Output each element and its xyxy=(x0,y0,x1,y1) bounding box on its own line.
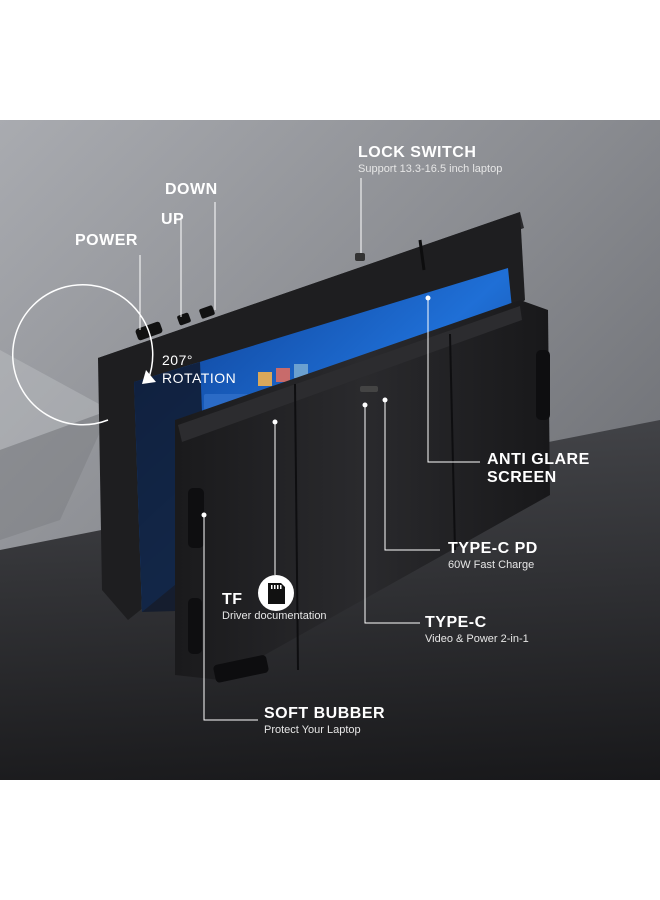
power-callout: POWER xyxy=(75,232,138,250)
rotation-label: ROTATION xyxy=(162,370,237,386)
up-title: UP xyxy=(161,211,185,228)
power-title: POWER xyxy=(75,232,138,249)
rotation-degrees: 207° xyxy=(162,352,193,368)
type-c-pd-title: TYPE-C PD xyxy=(448,540,538,557)
soft-rubber-subtitle: Protect Your Laptop xyxy=(264,724,361,736)
soft-rubber-callout: SOFT BUBBER Protect Your Laptop xyxy=(264,705,385,737)
anti-glare-line1: ANTI GLARE xyxy=(487,451,590,468)
type-c-pd-callout: TYPE-C PD 60W Fast Charge xyxy=(448,540,538,572)
tf-callout: TF Driver documentation xyxy=(222,591,327,623)
lock-switch-callout: LOCK SWITCH Support 13.3-16.5 inch lapto… xyxy=(358,144,502,176)
lock-switch-title: LOCK SWITCH xyxy=(358,144,477,161)
lock-switch xyxy=(355,253,365,261)
type-c-callout: TYPE-C Video & Power 2-in-1 xyxy=(425,614,529,646)
lock-switch-subtitle: Support 13.3-16.5 inch laptop xyxy=(358,163,503,175)
anti-glare-line2: SCREEN xyxy=(487,469,557,486)
anti-glare-callout: ANTI GLARE SCREEN xyxy=(487,451,590,487)
type-c-subtitle: Video & Power 2-in-1 xyxy=(425,633,529,645)
down-button xyxy=(199,305,215,319)
up-callout: UP xyxy=(161,211,184,229)
down-title: DOWN xyxy=(165,181,218,198)
type-c-pd-subtitle: 60W Fast Charge xyxy=(448,559,535,571)
tf-subtitle: Driver documentation xyxy=(222,610,327,622)
callout-lines xyxy=(139,178,480,721)
rotation-arrow-icon xyxy=(12,284,154,426)
rotation-callout: 207° ROTATION xyxy=(162,351,236,387)
product-photo xyxy=(0,120,660,780)
down-callout: DOWN xyxy=(165,181,218,199)
soft-rubber-title: SOFT BUBBER xyxy=(264,705,386,722)
tf-title: TF xyxy=(222,591,243,608)
type-c-title: TYPE-C xyxy=(425,614,487,631)
